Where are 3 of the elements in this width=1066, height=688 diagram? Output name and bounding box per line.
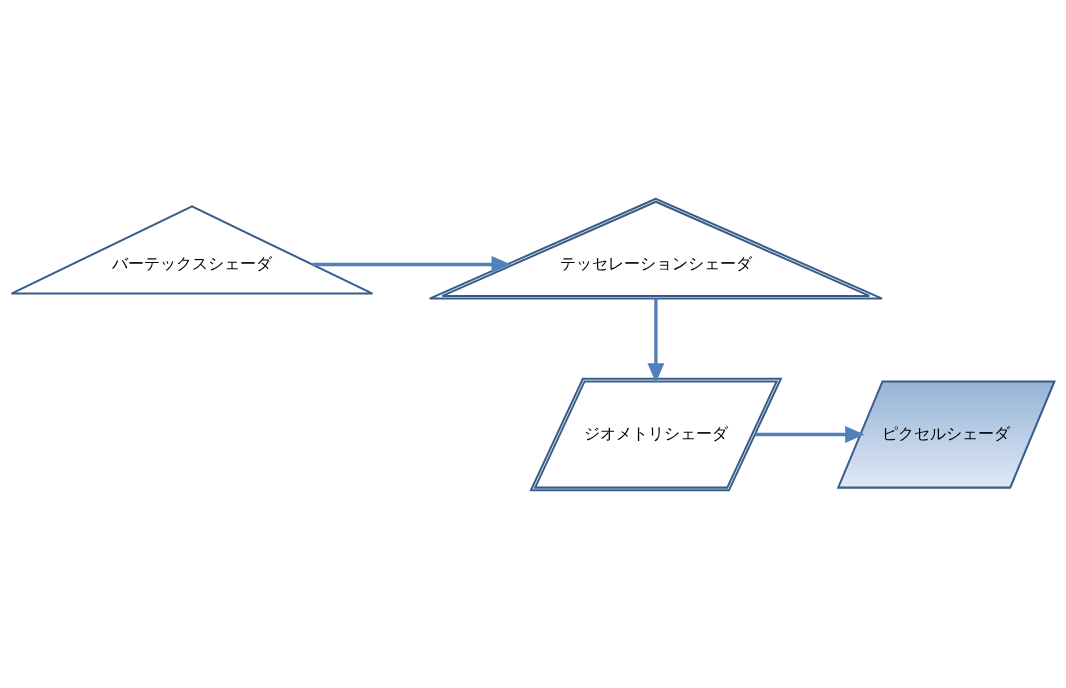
arrow xyxy=(312,255,511,273)
arrow xyxy=(647,298,665,383)
arrow xyxy=(755,425,865,443)
